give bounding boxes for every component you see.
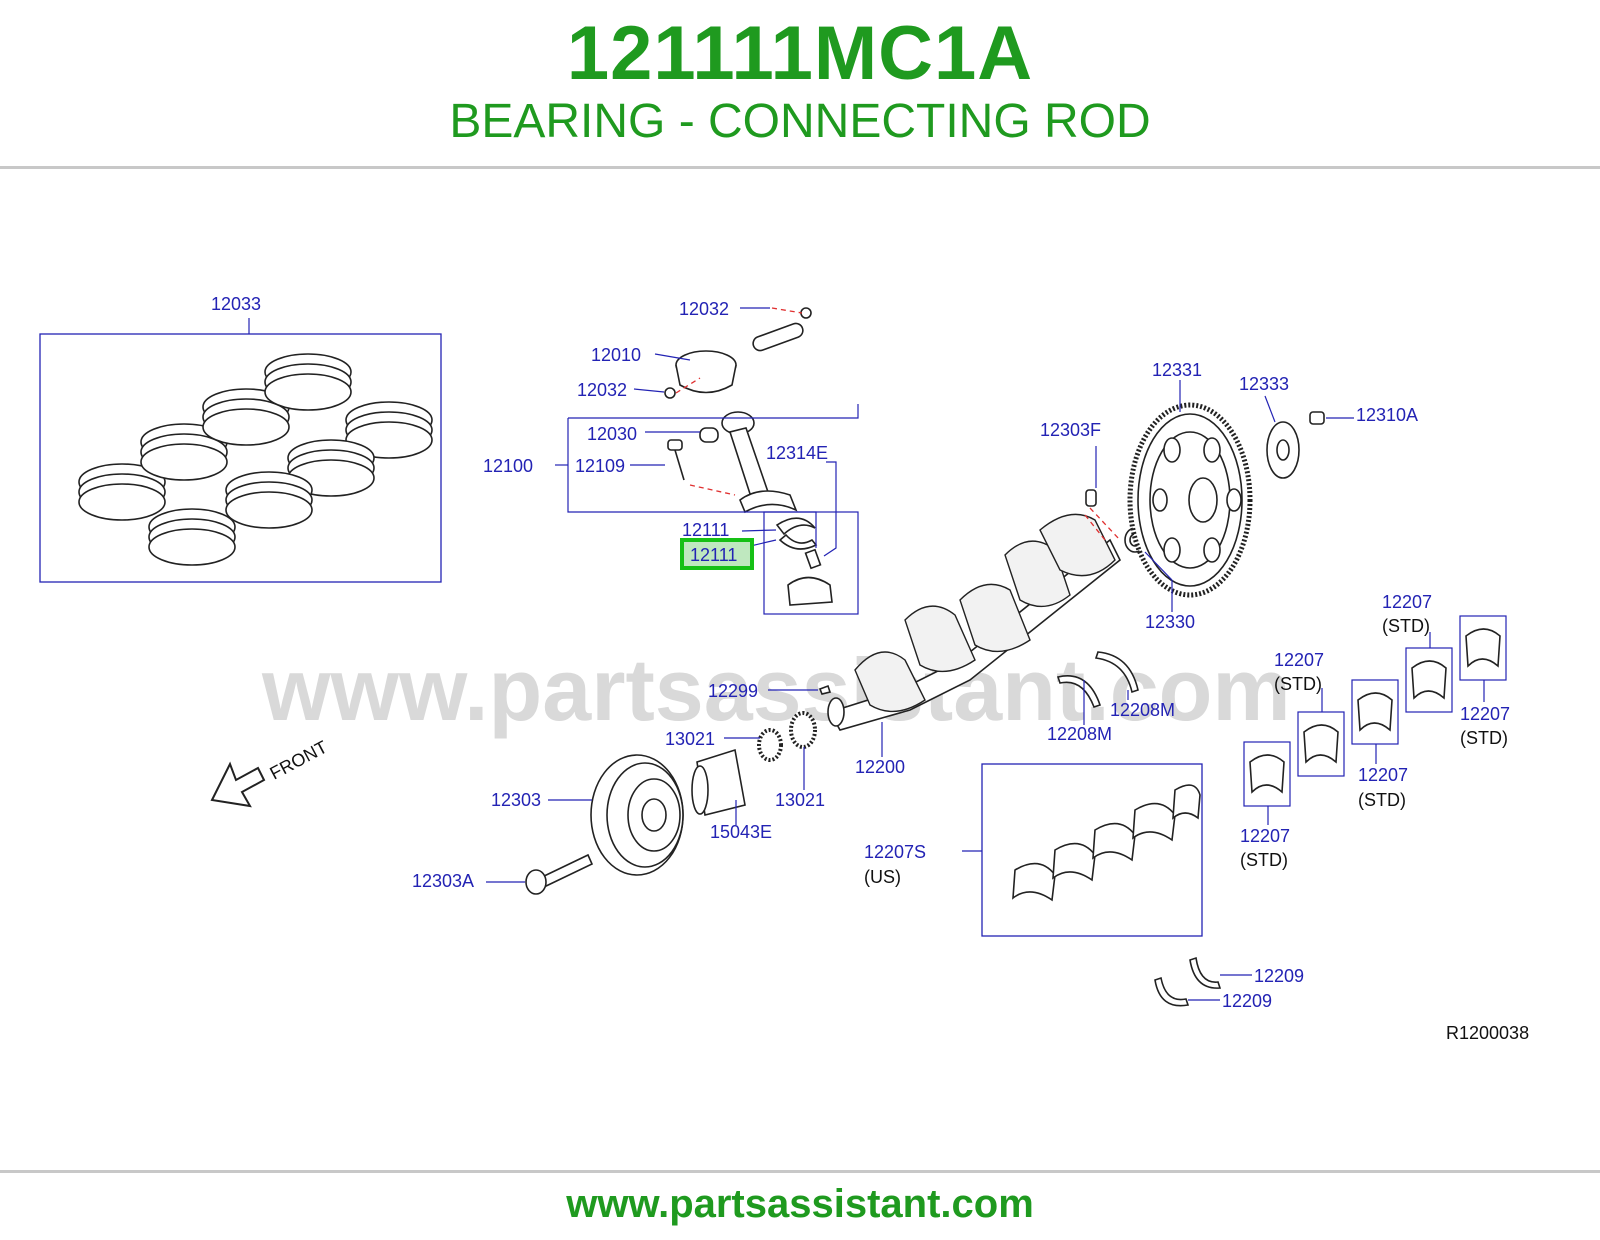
callout-labels: 12033 12032 12010 12032 12030 12100 1210… [211, 294, 1529, 1043]
callout-12207-e[interactable]: 12207 [1460, 704, 1510, 724]
part-number-title: 121111MC1A [566, 11, 1034, 96]
callout-12207-a-std: (STD) [1240, 850, 1288, 870]
callout-12207-b[interactable]: 12207 [1274, 650, 1324, 670]
callout-12333[interactable]: 12333 [1239, 374, 1289, 394]
callout-12303f[interactable]: 12303F [1040, 420, 1101, 440]
leader-lines [486, 307, 1485, 1001]
callout-12331[interactable]: 12331 [1152, 360, 1202, 380]
callout-12109[interactable]: 12109 [575, 456, 625, 476]
callout-12032-lower[interactable]: 12032 [577, 380, 627, 400]
callout-12299[interactable]: 12299 [708, 681, 758, 701]
reference-code: R1200038 [1446, 1023, 1529, 1043]
callout-12033[interactable]: 12033 [211, 294, 261, 314]
callout-12207-b-std: (STD) [1274, 674, 1322, 694]
callout-12207-e-std: (STD) [1460, 728, 1508, 748]
callout-12030[interactable]: 12030 [587, 424, 637, 444]
std-main-bearings [1243, 615, 1507, 807]
flywheel [1127, 402, 1325, 598]
callout-12207-d-std: (STD) [1382, 616, 1430, 636]
front-arrow-icon: FRONT [210, 737, 331, 808]
callout-12100[interactable]: 12100 [483, 456, 533, 476]
callout-12208m[interactable]: 12208M [1047, 724, 1112, 744]
callout-12314e[interactable]: 12314E [766, 443, 828, 463]
callout-12310a[interactable]: 12310A [1356, 405, 1418, 425]
header-divider [0, 166, 1600, 169]
footer-divider [0, 1170, 1600, 1173]
callout-12330[interactable]: 12330 [1145, 612, 1195, 632]
header: 121111MC1A BEARING - CONNECTING ROD [0, 0, 1600, 170]
footer-url[interactable]: www.partsassistant.com [566, 1182, 1034, 1226]
piston-ring-set [39, 318, 442, 583]
callout-12200[interactable]: 12200 [855, 757, 905, 777]
callout-12207-d[interactable]: 12207 [1382, 592, 1432, 612]
front-pulley-assembly [525, 684, 832, 895]
thrust-washers [1056, 651, 1222, 1007]
callout-12111[interactable]: 12111 [682, 520, 729, 540]
callout-12207-c-std: (STD) [1358, 790, 1406, 810]
callout-12032[interactable]: 12032 [679, 299, 729, 319]
callout-12207s-sub: (US) [864, 867, 901, 887]
callout-12207-c[interactable]: 12207 [1358, 765, 1408, 785]
front-label: FRONT [266, 737, 330, 784]
callout-12208m-upper[interactable]: 12208M [1110, 700, 1175, 720]
callout-12303[interactable]: 12303 [491, 790, 541, 810]
callout-13021-lower[interactable]: 13021 [775, 790, 825, 810]
parts-diagram: www.partsassistant.com [39, 294, 1529, 1043]
callout-12303a[interactable]: 12303A [412, 871, 474, 891]
main-bearing-kit [962, 763, 1203, 937]
callout-12207s[interactable]: 12207S [864, 842, 926, 862]
highlighted-callout-text[interactable]: 12111 [690, 545, 737, 565]
callout-12209-lower[interactable]: 12209 [1222, 991, 1272, 1011]
part-name-subtitle: BEARING - CONNECTING ROD [449, 95, 1151, 148]
highlighted-callout-12111[interactable]: 12111 [680, 538, 754, 570]
callout-15043e[interactable]: 15043E [710, 822, 772, 842]
callout-13021[interactable]: 13021 [665, 729, 715, 749]
callout-12209[interactable]: 12209 [1254, 966, 1304, 986]
callout-12010[interactable]: 12010 [591, 345, 641, 365]
callout-12207-a[interactable]: 12207 [1240, 826, 1290, 846]
